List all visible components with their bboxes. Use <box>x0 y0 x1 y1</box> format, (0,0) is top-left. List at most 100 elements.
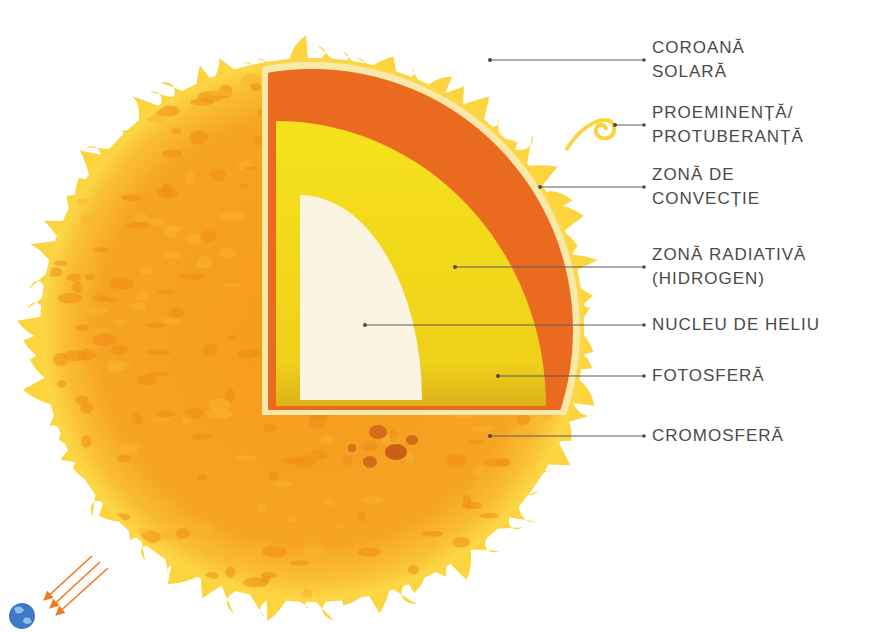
granule <box>200 230 216 242</box>
granule <box>492 466 506 471</box>
part-label: PROEMINENȚĂ/ PROTUBERANȚĂ <box>652 101 852 149</box>
leader-dot <box>613 123 617 127</box>
leader-line <box>490 436 644 437</box>
part-label: FOTOSFERĂ <box>652 364 882 388</box>
leader-line <box>365 325 644 326</box>
granule <box>111 513 131 521</box>
leader-line <box>615 125 644 126</box>
granule <box>137 528 152 535</box>
granule <box>121 194 143 201</box>
granule <box>333 525 345 529</box>
granule <box>137 374 156 385</box>
granule <box>472 465 483 476</box>
granule <box>191 433 212 440</box>
granule <box>155 105 179 116</box>
prominence <box>566 120 614 150</box>
granule <box>162 251 181 259</box>
granule <box>92 333 117 346</box>
sunspots <box>348 425 418 468</box>
granule <box>468 440 483 445</box>
leader-dot <box>642 58 646 62</box>
granule <box>146 349 171 355</box>
surface-texture <box>44 62 587 600</box>
granule <box>257 503 267 514</box>
granule <box>268 472 278 480</box>
granule <box>117 455 132 463</box>
granule <box>172 128 182 134</box>
granule <box>262 546 287 557</box>
granule <box>209 398 230 411</box>
granule <box>263 424 277 432</box>
granule <box>80 403 93 414</box>
granule <box>324 498 334 506</box>
granule <box>157 290 175 295</box>
granule <box>205 572 218 579</box>
granule <box>76 324 89 331</box>
granule <box>75 199 87 205</box>
granule <box>408 565 419 575</box>
granule <box>358 548 381 557</box>
leader-dot <box>453 265 457 269</box>
granule <box>169 307 184 318</box>
granule <box>116 483 142 488</box>
radiative-zone <box>276 121 546 406</box>
leader-dot <box>642 265 646 269</box>
granule <box>126 222 151 229</box>
granule <box>109 277 133 290</box>
granule <box>311 450 328 460</box>
granule <box>79 278 93 291</box>
granule <box>54 261 68 267</box>
part-label: NUCLEU DE HELIU <box>652 313 882 337</box>
leader-dot <box>642 434 646 438</box>
granule <box>80 214 93 225</box>
leader-dot <box>488 58 492 62</box>
leader-lines <box>363 58 646 438</box>
granule <box>76 264 100 274</box>
granule <box>83 307 108 315</box>
part-label: CROMOSFERĂ <box>652 424 882 448</box>
granule <box>162 150 182 158</box>
granule <box>81 435 91 447</box>
leader-line <box>540 187 644 188</box>
granule <box>176 528 190 539</box>
granule <box>187 233 201 246</box>
leader-dot <box>642 123 646 127</box>
leader-line <box>490 60 644 61</box>
granule <box>262 575 271 583</box>
earth-land <box>14 606 32 624</box>
granule <box>238 349 258 359</box>
granule <box>210 169 226 182</box>
granule <box>106 359 124 373</box>
granule <box>148 218 164 225</box>
leader-dot <box>496 374 500 378</box>
granule <box>220 212 246 220</box>
granule <box>44 268 62 277</box>
granule <box>169 226 182 230</box>
granule <box>250 83 261 91</box>
granule <box>92 247 108 252</box>
granule <box>445 454 467 468</box>
granule <box>120 443 143 451</box>
granule <box>186 171 195 184</box>
granule <box>208 90 233 97</box>
earth <box>9 603 35 629</box>
granule <box>66 274 81 282</box>
granule <box>195 522 214 532</box>
granule <box>175 520 198 524</box>
granule <box>179 273 204 280</box>
granule <box>342 456 353 465</box>
part-label: ZONĂ RADIATIVĂ (HIDROGEN) <box>652 243 852 291</box>
sun-rays <box>44 556 108 615</box>
granule <box>223 283 242 287</box>
granule <box>63 350 88 361</box>
granule <box>227 335 238 340</box>
granule <box>197 475 207 480</box>
granule <box>114 319 126 327</box>
granule <box>93 328 111 333</box>
granule <box>131 302 147 311</box>
granule <box>85 274 95 280</box>
granule <box>57 380 66 388</box>
leader-dot <box>363 323 367 327</box>
granule <box>134 213 148 222</box>
